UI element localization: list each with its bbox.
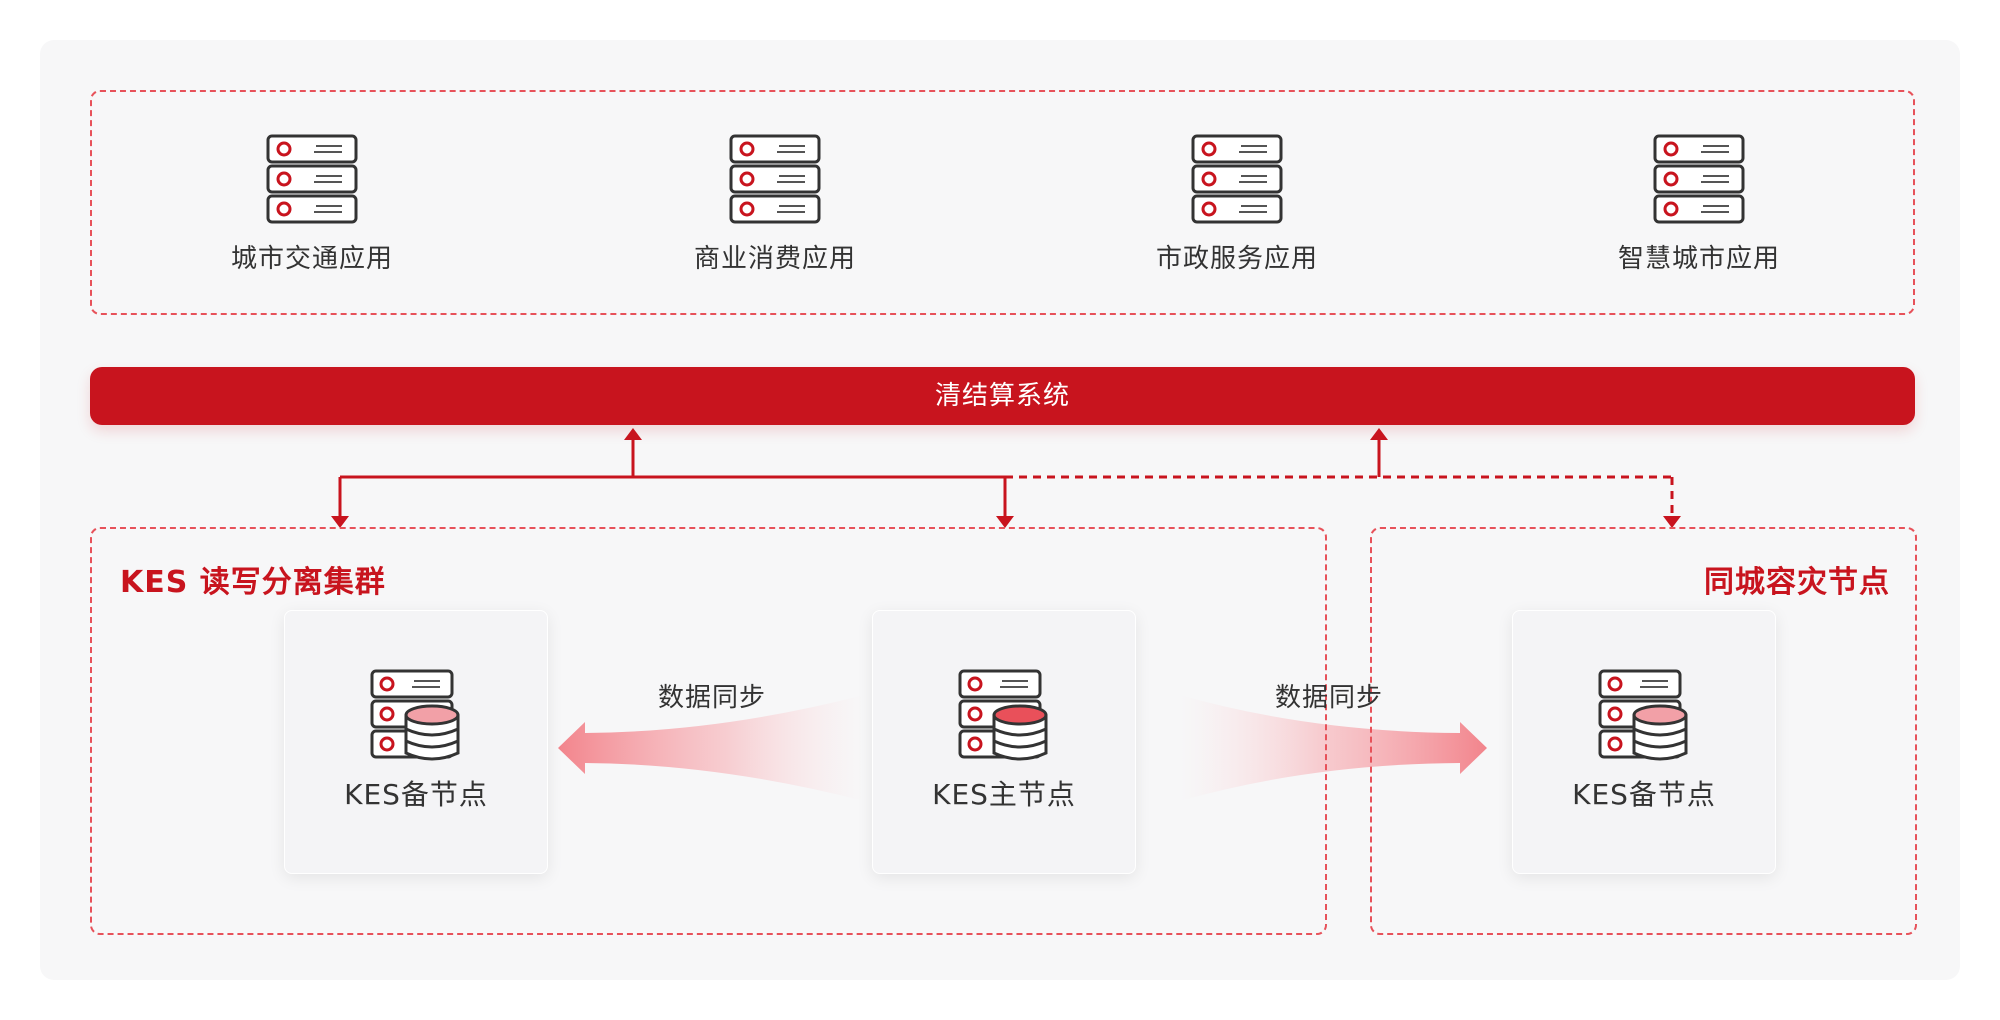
node-label: KES备节点: [344, 778, 488, 811]
cluster-connector: [338, 440, 1007, 516]
node-label: KES备节点: [1572, 778, 1716, 811]
kes-standby-node-card: KES备节点: [284, 610, 548, 874]
rw-split-cluster-panel: [90, 527, 1327, 935]
server-icon: [266, 134, 358, 224]
clearing-system-bar: 清结算系统: [90, 367, 1915, 425]
app-label: 智慧城市应用: [1617, 244, 1780, 274]
arrow-up-icon: [1370, 428, 1388, 440]
sync-label-left: 数据同步: [658, 683, 767, 713]
dr-standby-node-card: KES备节点: [1512, 610, 1776, 874]
app-smart-city: 智慧城市应用: [1599, 134, 1799, 275]
database-server-icon: [1598, 669, 1688, 761]
app-municipal-service: 市政服务应用: [1137, 134, 1337, 275]
app-commercial-consumption: 商业消费应用: [675, 134, 875, 275]
application-layer-panel: [90, 90, 1915, 315]
arrow-down-icon: [1663, 516, 1681, 528]
database-server-icon: [370, 669, 460, 761]
arrow-down-icon: [996, 516, 1014, 528]
dr-node-panel: [1370, 527, 1917, 935]
sync-right-arrow: [1180, 695, 1487, 801]
app-label: 商业消费应用: [693, 244, 856, 274]
app-label: 城市交通应用: [230, 244, 393, 274]
node-label: KES主节点: [932, 778, 1076, 811]
server-icon: [1653, 134, 1745, 224]
cluster-title: KES 读写分离集群: [120, 565, 386, 600]
dr-connector: [1005, 475, 1674, 516]
kes-primary-node-card: KES主节点: [872, 610, 1136, 874]
database-server-icon: [958, 669, 1048, 761]
app-label: 市政服务应用: [1155, 244, 1318, 274]
sync-left-arrow: [558, 695, 864, 801]
arrow-up-icon: [624, 428, 642, 440]
server-icon: [1191, 134, 1283, 224]
arrow-down-icon: [331, 516, 349, 528]
app-city-transport: 城市交通应用: [212, 134, 412, 275]
sync-label-right: 数据同步: [1275, 683, 1384, 713]
server-icon: [729, 134, 821, 224]
dr-title: 同城容灾节点: [1704, 565, 1890, 600]
